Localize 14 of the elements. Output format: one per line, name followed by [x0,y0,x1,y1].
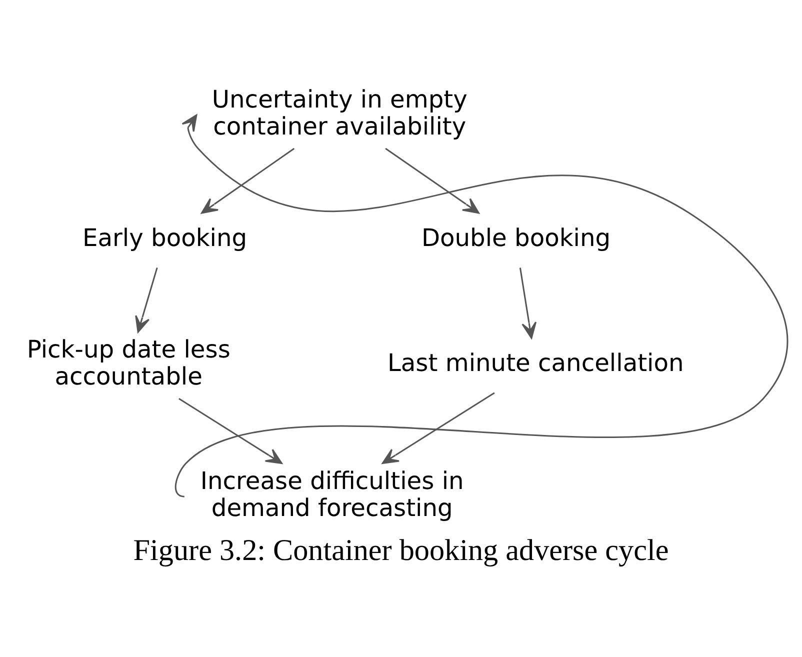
arrow [178,398,282,464]
node-text: Pick-up date less accountable [26,336,230,391]
arrow [519,268,537,339]
arrow [201,148,295,214]
arrow [382,392,495,464]
arrow [135,268,158,333]
arrow [385,148,480,214]
node-text: Uncertainty in empty container availability [212,85,468,140]
node-text: Double booking [421,224,611,252]
caption: Figure 3.2: Container booking adverse cycle [133,532,669,567]
node-text: Early booking [82,224,248,252]
node-text: Last minute cancellation [387,349,684,378]
arrow [174,114,788,498]
node-text: Increase difficulties in demand forecasting [200,466,464,522]
